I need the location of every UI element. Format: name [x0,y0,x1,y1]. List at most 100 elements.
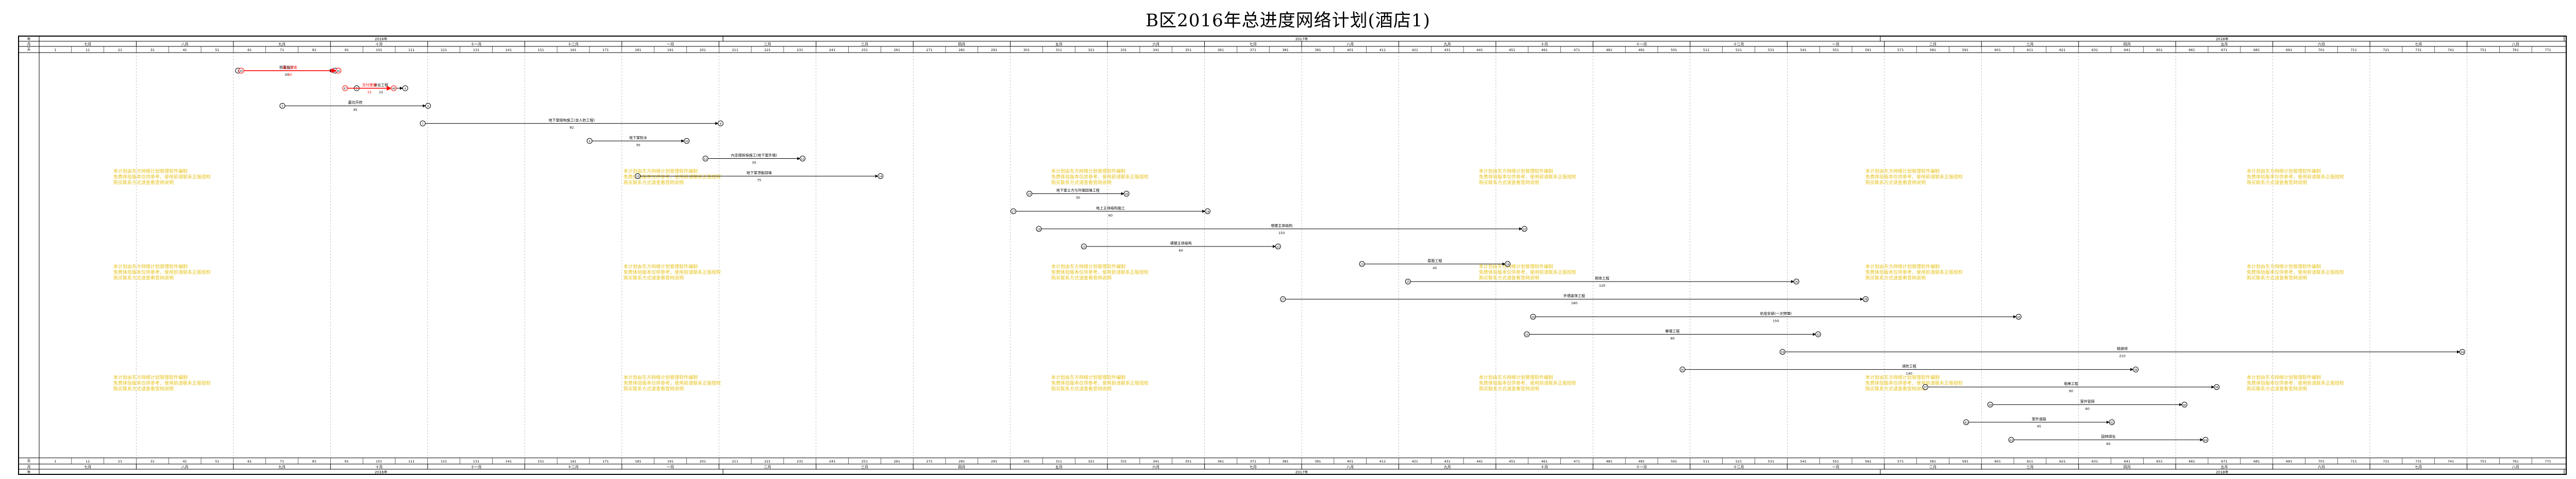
day-tick-label: 411 [1379,459,1386,464]
month-label: 七月 [2415,465,2422,469]
month-label: 十二月 [568,465,579,469]
day-tick-label: 301 [1023,48,1030,52]
day-tick-label: 461 [1541,48,1547,52]
day-tick-label: 761 [2513,459,2519,464]
task-duration: 60 [2106,442,2110,446]
node-number: 18 [1206,210,1209,213]
page-title: B区2016年总进度网络计划(酒店1) [1146,10,1430,31]
month-label: 十月 [1541,42,1548,46]
day-tick-label: 501 [1671,459,1677,464]
day-tick-label: 651 [2157,459,2163,464]
task-label: 交付使用 [362,82,377,87]
watermark-text: 本计划由东方网络计划管理软件编制 [1479,263,1553,270]
task-duration: 150 [1278,231,1285,235]
node [425,103,431,109]
watermark-text: 本计划由东方网络计划管理软件编制 [1479,374,1553,381]
day-tick-label: 481 [1606,459,1612,464]
day-tick-label: 611 [2027,459,2033,464]
task-label: 外墙装饰工程 [1563,293,1585,298]
day-tick-label: 201 [700,48,706,52]
day-tick-label: 471 [1574,48,1580,52]
day-tick-label: 731 [2415,459,2421,464]
year-label: 2018年 [2216,37,2229,41]
node-number: 17 [1012,210,1015,213]
day-tick-label: 511 [1703,459,1709,464]
day-tick-label: 681 [2253,459,2260,464]
day-tick-label: 381 [1282,459,1288,464]
day-tick-label: 181 [635,459,641,464]
day-tick-label: 61 [247,48,251,52]
day-tick-label: 311 [1056,48,1062,52]
node [684,138,690,144]
day-tick-label: 591 [1962,48,1968,52]
watermark-text: 本计划由东方网络计划管理软件编制 [113,168,188,174]
node-number: 43 [2010,439,2013,442]
day-tick-label: 421 [1412,459,1418,464]
day-tick-label: 451 [1509,48,1515,52]
month-label: 二月 [1929,42,1937,46]
watermark-text: 本计划由东方网络计划管理软件编制 [624,168,698,174]
task-label: 室外管网 [2080,399,2095,404]
day-tick-label: 191 [667,48,674,52]
day-tick-label: 721 [2383,459,2389,464]
watermark-text: 本计划由东方网络计划管理软件编制 [1865,168,1940,174]
watermark-text: 购买联系方式请查看官网说明 [1865,275,1926,281]
month-label: 二月 [764,465,771,469]
day-tick-label: 741 [2448,459,2454,464]
day-tick-label: 111 [408,48,414,52]
node-number: 33 [1781,351,1784,354]
task-duration: 45 [2037,424,2041,428]
day-tick-label: 221 [764,459,770,464]
watermark-text: 本计划由东方网络计划管理软件编制 [624,263,698,270]
month-label: 七月 [1250,42,1257,46]
day-tick-label: 341 [1153,459,1159,464]
day-tick-label: 691 [2286,48,2292,52]
watermark-text: 购买联系方式请查看官网说明 [1865,179,1926,186]
month-label: 十一月 [471,42,482,46]
task-duration: 30 [284,73,289,77]
node-number: 8 [720,123,721,126]
day-tick-label: 601 [1994,459,2000,464]
watermark-text: 免费体验版本仅供参考，使用前请联系正版授权 [624,174,721,180]
day-tick-label: 451 [1509,459,1515,464]
day-tick-label: 611 [2027,48,2033,52]
node-number: 31 [1525,334,1528,337]
watermark-text: 免费体验版本仅供参考，使用前请联系正版授权 [624,380,721,386]
node [2181,402,2187,408]
watermark-text: 免费体验版本仅供参考，使用前请联系正版授权 [1051,269,1149,275]
day-tick-label: 391 [1315,459,1321,464]
year-label: 2017年 [1295,470,1308,474]
node-number: 4 [405,88,406,91]
month-label: 三月 [2026,465,2033,469]
row-label: 天 [27,459,31,463]
day-tick-label: 61 [247,459,251,464]
day-tick-label: 401 [1347,459,1353,464]
node-number: 12 [801,158,804,161]
day-tick-label: 201 [700,459,706,464]
month-label: 七月 [2415,42,2422,46]
node [799,156,805,161]
month-label: 十二月 [568,42,579,46]
month-label: 八月 [181,42,189,46]
day-tick-label: 71 [280,48,284,52]
day-tick-label: 711 [2350,459,2356,464]
day-tick-label: 331 [1120,48,1126,52]
watermark-text: 免费体验版本仅供参考，使用前请联系正版授权 [624,269,721,275]
day-tick-label: 11 [86,459,90,464]
task-label: 地下室顶板回填 [747,171,772,175]
task-label: 幕墙工程 [1665,328,1680,333]
month-label: 八月 [2512,465,2519,469]
watermark-text: 免费体验版本仅供参考，使用前请联系正版授权 [1865,174,1963,180]
day-tick-label: 141 [506,48,512,52]
day-tick-label: 741 [2448,48,2454,52]
timescale-grid: 年月天天月年七月七月八月八月九月九月十月十月十一月十一月十二月十二月一月一月二月… [18,36,2567,475]
day-tick-label: 241 [829,459,835,464]
day-tick-label: 151 [538,459,544,464]
day-tick-label: 261 [894,459,900,464]
month-label: 二月 [764,42,771,46]
day-tick-label: 171 [602,459,609,464]
day-tick-label: 361 [1218,459,1224,464]
node-number: 44 [2204,439,2207,442]
